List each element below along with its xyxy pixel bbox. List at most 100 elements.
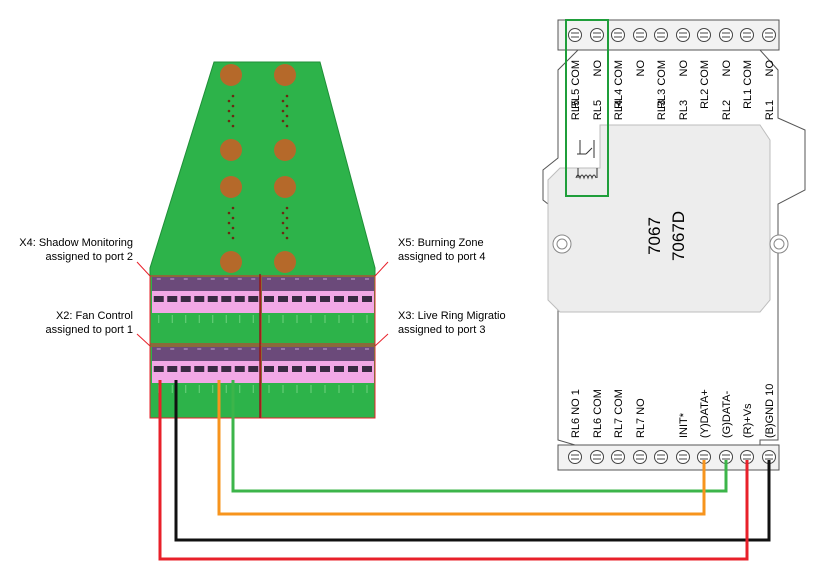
label-x4: X4: Shadow Monitoring assigned to port 2	[5, 236, 133, 264]
screw-terminal-icon	[180, 296, 191, 302]
screw-terminal-icon	[654, 450, 668, 464]
top-terminal-label-8: RL1 COM	[742, 60, 754, 109]
top-terminal-label-2: RL4 COM	[613, 60, 625, 109]
label-x4-title: X4: Shadow Monitoring	[19, 237, 133, 249]
rl5-highlight-box	[565, 19, 609, 197]
connector-blocks	[152, 277, 374, 393]
bottom-terminal-label-8: (R)+Vs	[742, 403, 754, 438]
screw-terminal-icon	[221, 366, 232, 372]
top-terminal-label-5: NO	[678, 60, 690, 77]
screw-terminal-icon	[248, 366, 259, 372]
bottom-terminal-label-6: (Y)DATA+	[699, 389, 711, 438]
mounting-hole-icon	[769, 234, 789, 254]
channel-label-0: RL5	[570, 100, 582, 120]
top-screws	[568, 28, 776, 42]
pcb-board	[136, 61, 389, 419]
top-terminal-label-9: NO	[764, 60, 776, 77]
bottom-terminal-label-1: RL6 COM	[592, 389, 604, 438]
channel-label-3: RL3	[656, 100, 668, 120]
bottom-terminal-label-2: RL7 COM	[613, 389, 625, 438]
screw-terminal-icon	[633, 28, 647, 42]
screw-terminal-icon	[334, 366, 344, 372]
screw-terminal-icon	[362, 366, 372, 372]
top-terminal-label-4: RL3 COM	[656, 60, 668, 109]
connector-x4	[152, 277, 260, 323]
callout-boxes	[149, 275, 376, 419]
screw-terminal-icon	[719, 450, 733, 464]
bottom-screws	[568, 450, 776, 464]
label-x5-port: assigned to port 4	[398, 251, 486, 263]
channel-label-6: RL1	[764, 100, 776, 120]
mounting-hole-icon	[552, 234, 572, 254]
wire-red	[158, 380, 749, 561]
screw-terminal-icon	[194, 296, 205, 302]
screw-terminal-icon	[611, 28, 625, 42]
screw-terminal-icon	[292, 296, 302, 302]
screw-terminal-icon	[676, 450, 690, 464]
bottom-terminal-label-9: (B)GND 10	[764, 384, 776, 438]
label-x3-port: assigned to port 3	[398, 324, 486, 336]
screw-terminal-icon	[207, 296, 218, 302]
screw-terminal-icon	[590, 450, 604, 464]
top-terminal-label-6: RL2 COM	[699, 60, 711, 109]
screw-terminal-icon	[362, 296, 372, 302]
screw-terminal-icon	[611, 450, 625, 464]
screw-terminal-icon	[234, 366, 245, 372]
top-terminal-label-1: NO	[592, 60, 604, 77]
screw-terminal-icon	[348, 366, 358, 372]
connector-x3	[262, 347, 374, 393]
top-terminal-label-7: NO	[721, 60, 733, 77]
bottom-terminal-label-0: RL6 NO 1	[570, 389, 582, 438]
module-inner-panel	[547, 124, 771, 313]
screw-terminal-icon	[762, 28, 776, 42]
screw-terminal-icon	[264, 366, 274, 372]
pad-column-left	[220, 64, 242, 273]
connector-x2	[152, 347, 260, 393]
callout-box-x5	[260, 275, 376, 345]
pad-column-right	[274, 64, 296, 273]
screw-terminal-icon	[167, 296, 178, 302]
wire-orange	[217, 380, 706, 516]
channel-label-2: RL4	[613, 100, 625, 120]
top-terminal-label-0: RL5 COM	[570, 60, 582, 109]
screw-terminal-icon	[568, 450, 582, 464]
top-channel-labels: RL5 RL5 RL4 RL3 RL3 RL2 RL1	[570, 100, 776, 120]
bottom-terminal-label-3: RL7 NO	[635, 398, 647, 438]
screw-terminal-icon	[248, 296, 259, 302]
channel-label-5: RL2	[721, 100, 733, 120]
screw-terminal-icon	[306, 296, 316, 302]
wire-green	[231, 380, 728, 493]
screw-terminal-icon	[320, 366, 330, 372]
label-x5-title: X5: Burning Zone	[398, 237, 484, 249]
screw-terminal-icon	[278, 366, 288, 372]
model-number-primary: 7067	[645, 217, 664, 255]
screw-terminal-icon	[234, 296, 245, 302]
screw-terminal-icon	[590, 28, 604, 42]
model-number-secondary: 7067D	[669, 211, 688, 261]
screw-terminal-icon	[719, 28, 733, 42]
screw-terminal-icon	[180, 366, 191, 372]
screw-terminal-icon	[762, 450, 776, 464]
channel-label-1: RL5	[592, 100, 604, 120]
wires	[158, 380, 771, 561]
via-dots	[227, 94, 289, 240]
label-x4-port: assigned to port 2	[45, 251, 133, 263]
screw-terminal-icon	[320, 296, 330, 302]
screw-terminal-icon	[292, 366, 302, 372]
connector-x5	[262, 277, 374, 323]
relay-symbol-icon	[575, 140, 598, 180]
relay-module-7067: RL5 COM NO RL4 COM NO RL3 COM NO RL2 COM NO RL1 …	[542, 19, 806, 471]
screw-terminal-icon	[264, 296, 274, 302]
label-x3: X3: Live Ring Migratio assigned to port …	[398, 309, 508, 337]
wire-black	[174, 380, 771, 542]
screw-terminal-icon	[207, 366, 218, 372]
screw-terminal-icon	[167, 366, 178, 372]
channel-label-4: RL3	[678, 100, 690, 120]
bottom-terminal-label-7: (G)DATA-	[721, 390, 733, 438]
screw-terminal-icon	[740, 28, 754, 42]
label-x2-port: assigned to port 1	[45, 324, 133, 336]
label-x5: X5: Burning Zone assigned to port 4	[398, 236, 485, 264]
screw-terminal-icon	[153, 296, 164, 302]
